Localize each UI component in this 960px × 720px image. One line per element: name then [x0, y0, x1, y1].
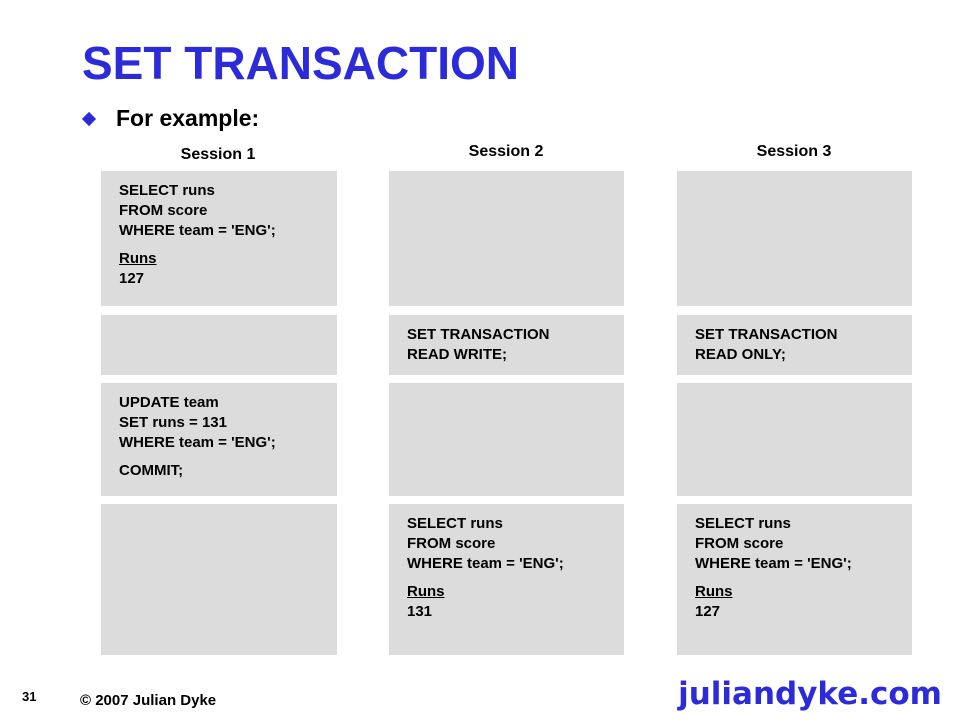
- brand-logo: juliandyke.com: [678, 676, 942, 712]
- session-3-set-transaction-box: SET TRANSACTION READ ONLY;: [677, 315, 912, 375]
- result-value: 131: [407, 603, 433, 620]
- sql-line: FROM score: [407, 535, 496, 552]
- slide-title: SET TRANSACTION: [82, 37, 519, 89]
- sql-line: SET TRANSACTION: [407, 326, 550, 343]
- sql-line: FROM score: [695, 535, 784, 552]
- bullet-text: For example:: [116, 105, 260, 131]
- sql-line: READ ONLY;: [695, 346, 786, 363]
- session-2-empty-box-3: [389, 383, 624, 496]
- session-2-set-transaction-box: SET TRANSACTION READ WRITE;: [389, 315, 624, 375]
- session-2-select-box: SELECT runs FROM score WHERE team = 'ENG…: [389, 504, 624, 655]
- result-header: Runs: [695, 583, 733, 600]
- result-header: Runs: [119, 250, 157, 267]
- sql-line: FROM score: [119, 202, 208, 219]
- result-value: 127: [695, 603, 721, 620]
- copyright: © 2007 Julian Dyke: [80, 692, 217, 709]
- result-header: Runs: [407, 583, 445, 600]
- session-3-empty-box-3: [677, 383, 912, 496]
- diamond-bullet-icon: [81, 111, 97, 126]
- sql-line: WHERE team = 'ENG';: [407, 555, 564, 572]
- session-1-header: Session 1: [180, 146, 256, 163]
- page-number: 31: [22, 689, 37, 704]
- session-3-select-box: SELECT runs FROM score WHERE team = 'ENG…: [677, 504, 912, 655]
- session-1-empty-box-2: [101, 315, 337, 375]
- session-1-update-box: UPDATE team SET runs = 131 WHERE team = …: [101, 383, 337, 496]
- session-1-empty-box-4: [101, 504, 337, 655]
- sql-line: WHERE team = 'ENG';: [695, 555, 852, 572]
- bullet-row: For example:: [80, 105, 259, 132]
- session-2-header: Session 2: [468, 143, 544, 160]
- sql-line: SELECT runs: [407, 515, 503, 532]
- session-3-header: Session 3: [756, 143, 832, 160]
- session-3-empty-box-1: [677, 171, 912, 306]
- sql-line: UPDATE team: [119, 394, 219, 411]
- sql-line: SELECT runs: [695, 515, 791, 532]
- sql-line: SET runs = 131: [119, 414, 227, 431]
- session-1-select-box: SELECT runs FROM score WHERE team = 'ENG…: [101, 171, 337, 306]
- session-2-empty-box-1: [389, 171, 624, 306]
- sql-line: SELECT runs: [119, 182, 215, 199]
- sql-line: READ WRITE;: [407, 346, 507, 363]
- sql-line: SET TRANSACTION: [695, 326, 838, 343]
- commit-line: COMMIT;: [119, 462, 184, 479]
- sql-line: WHERE team = 'ENG';: [119, 222, 276, 239]
- sql-line: WHERE team = 'ENG';: [119, 434, 276, 451]
- result-value: 127: [119, 270, 145, 287]
